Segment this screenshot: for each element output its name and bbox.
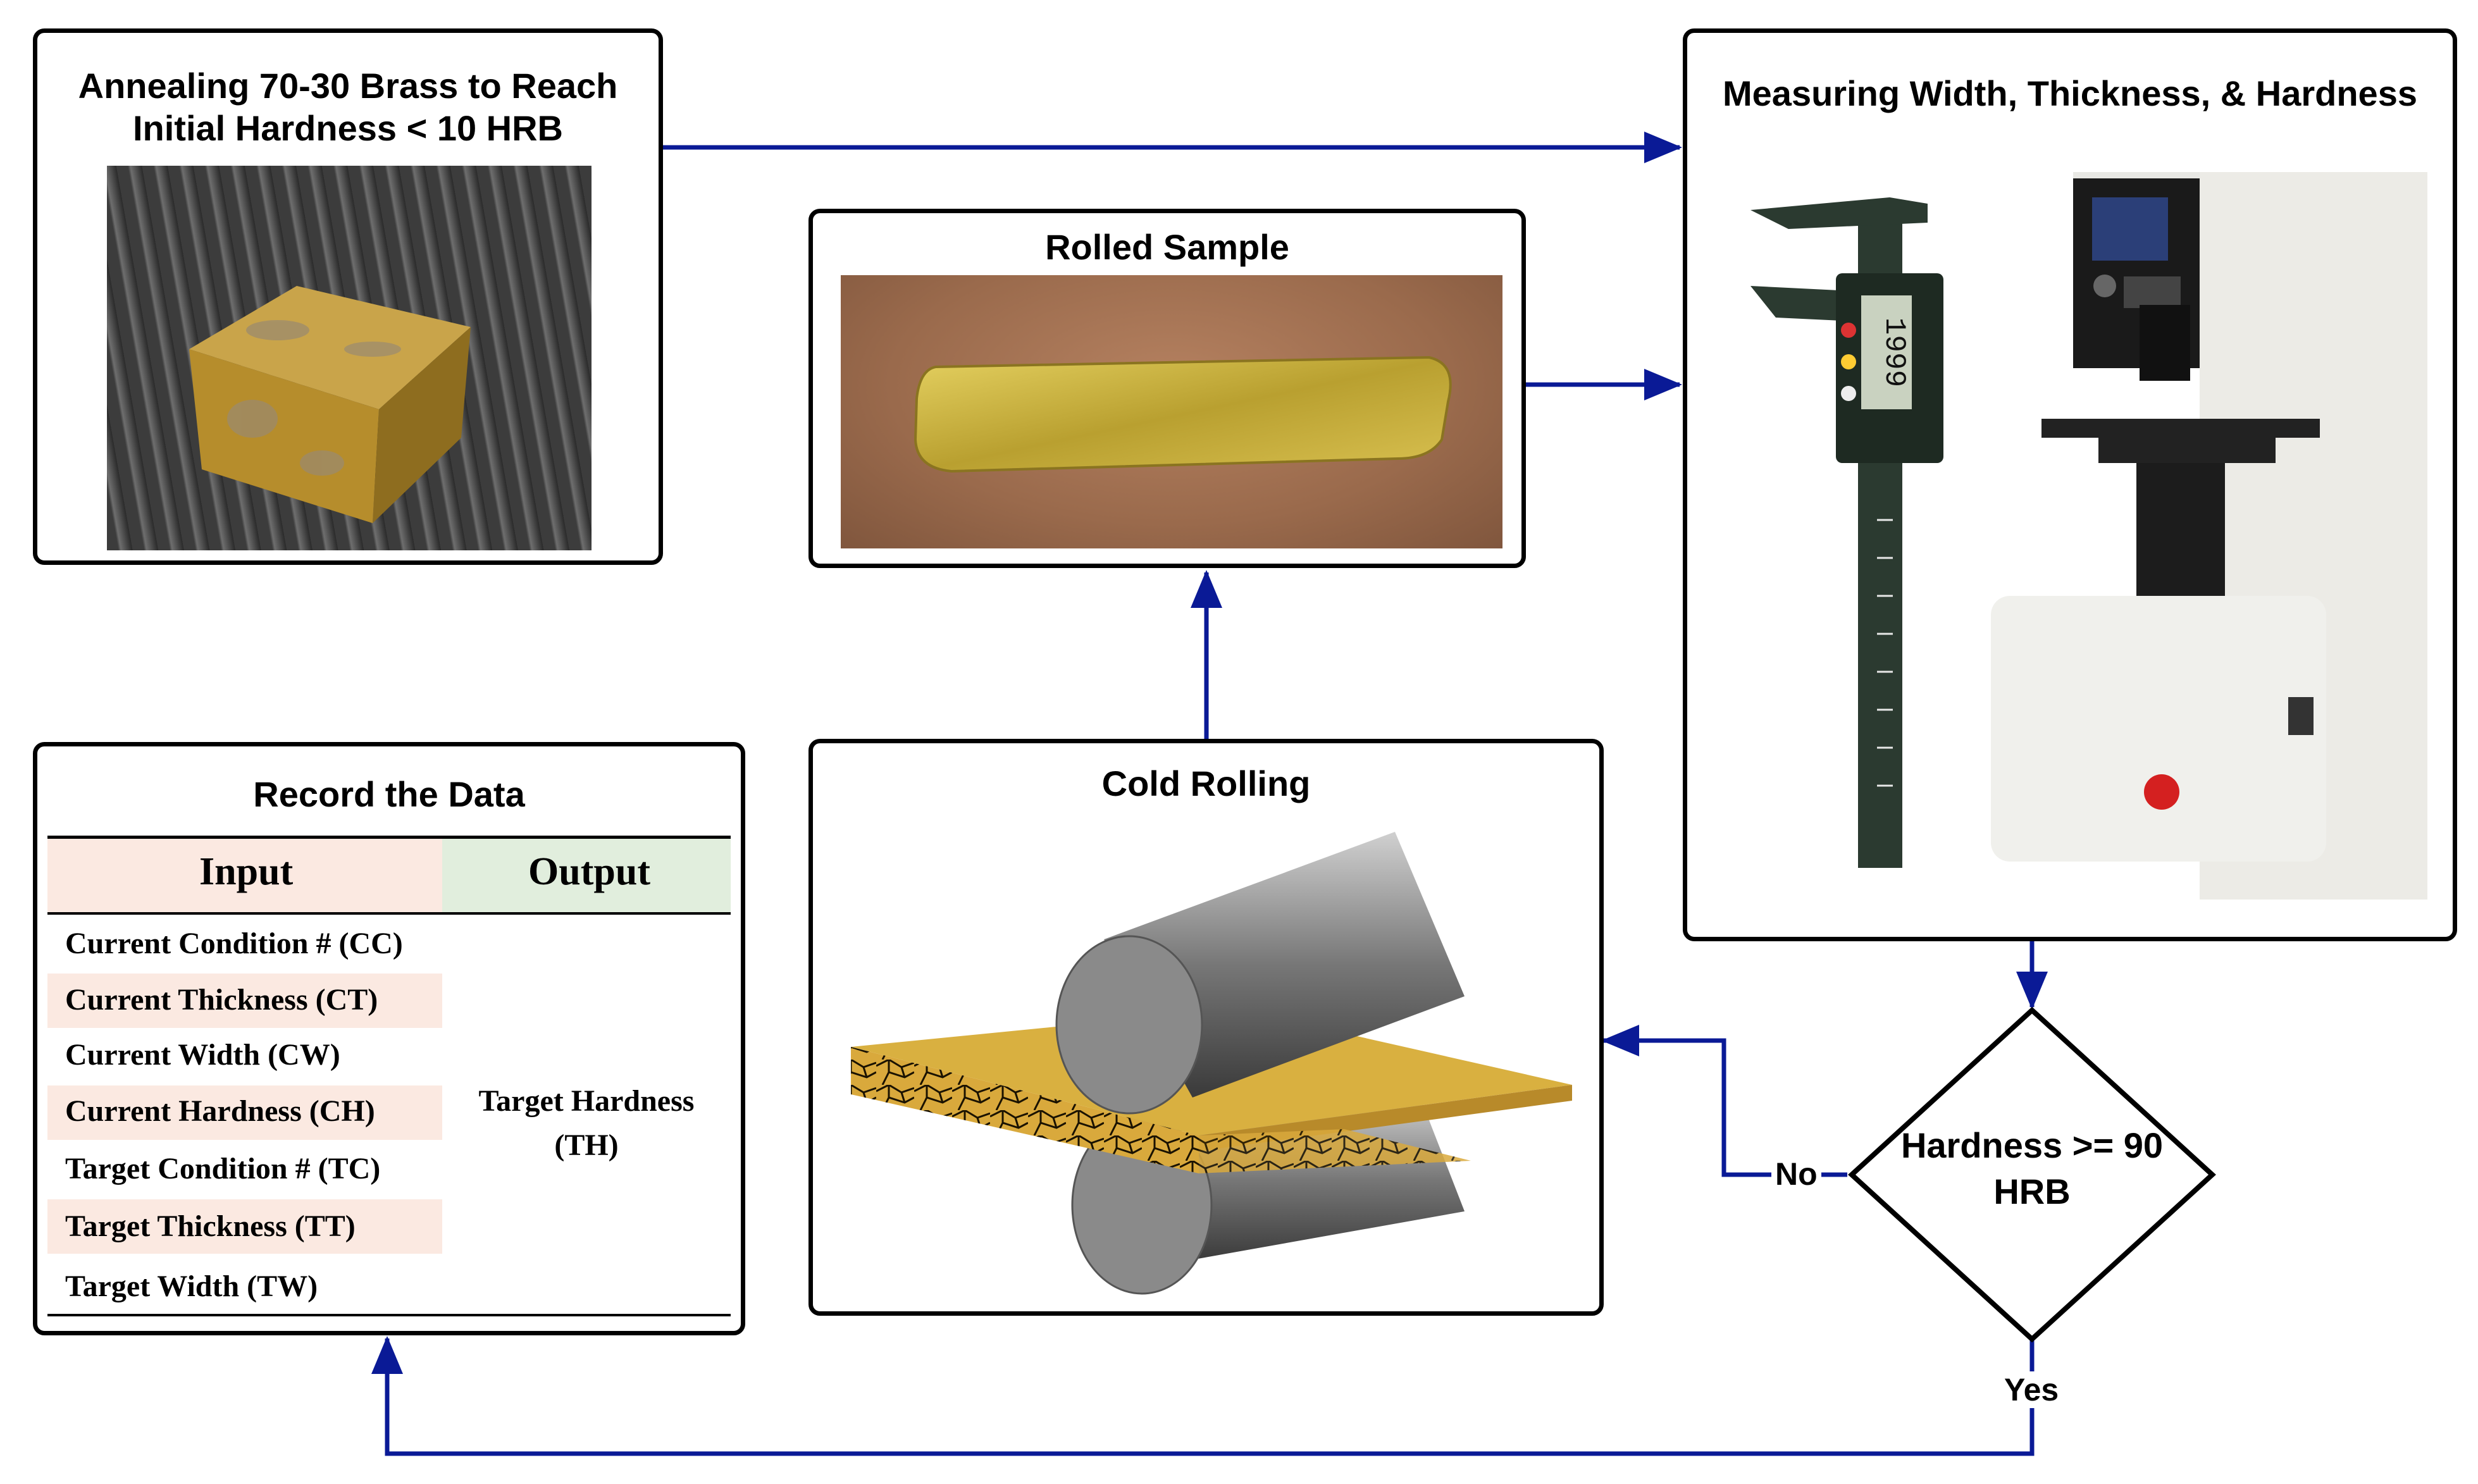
yes-label: Yes xyxy=(2000,1371,2063,1408)
measuring-title: Measuring Width, Thickness, & Hardness xyxy=(1723,73,2417,113)
input-header: Input xyxy=(199,850,294,893)
rolled-sample-title: Rolled Sample xyxy=(1045,227,1289,267)
decision-diamond xyxy=(1848,1006,2216,1343)
annealing-box: Annealing 70-30 Brass to Reach Initial H… xyxy=(33,28,663,565)
measuring-box: Measuring Width, Thickness, & Hardness 1… xyxy=(1683,28,2457,941)
decision-label: Hardness >= 90 HRB xyxy=(1900,1125,2164,1211)
brass-block-icon xyxy=(189,286,471,523)
output-target-hardness: Target Hardness (TH) xyxy=(478,1084,695,1162)
data-table: Input Output Current Condition # (CC) Cu… xyxy=(47,836,731,1316)
row-shade-5 xyxy=(47,1199,442,1254)
cold-rolling-box: Cold Rolling xyxy=(808,739,1604,1316)
table-row-target-condition: Target Condition # (TC) xyxy=(65,1152,381,1185)
input-header-cell xyxy=(47,839,442,912)
annealing-title: Annealing 70-30 Brass to Reach Initial H… xyxy=(78,66,618,149)
cold-rolling-title: Cold Rolling xyxy=(1101,764,1311,803)
table-row-current-width: Current Width (CW) xyxy=(65,1038,340,1072)
table-mid-rule xyxy=(47,912,731,915)
table-top-rule xyxy=(47,836,731,839)
table-bottom-rule xyxy=(47,1314,731,1316)
table-row-target-width: Target Width (TW) xyxy=(65,1270,318,1303)
table-row-current-thickness: Current Thickness (CT) xyxy=(65,983,378,1017)
output-header-cell xyxy=(442,839,731,912)
row-shade-1 xyxy=(47,974,442,1028)
table-row-target-thickness: Target Thickness (TT) xyxy=(65,1209,356,1243)
record-data-title: Record the Data xyxy=(253,774,525,814)
hardness-tester-icon xyxy=(1991,172,2427,900)
table-row-current-hardness: Current Hardness (CH) xyxy=(65,1094,375,1128)
brass-block-photo xyxy=(107,166,592,550)
record-data-box: Record the Data Input Output Current Con… xyxy=(33,742,745,1335)
brass-strip-icon xyxy=(914,356,1452,473)
arrow-decision-yes-to-record xyxy=(371,1336,2035,1456)
rolled-sample-box: Rolled Sample xyxy=(808,209,1526,568)
no-label: No xyxy=(1771,1156,1821,1192)
cold-rolling-illustration xyxy=(851,832,1572,1295)
row-shade-3 xyxy=(47,1085,442,1140)
arrow-decision-no-to-cold-rolling xyxy=(1601,1025,1847,1177)
caliper-readout: 1999 xyxy=(1878,318,1911,387)
upper-roll xyxy=(1055,832,1465,1115)
output-header: Output xyxy=(528,850,650,893)
rolled-sample-photo xyxy=(841,275,1502,548)
digital-caliper-icon: 1999 xyxy=(1750,197,1943,868)
table-row-current-condition: Current Condition # (CC) xyxy=(65,927,403,960)
